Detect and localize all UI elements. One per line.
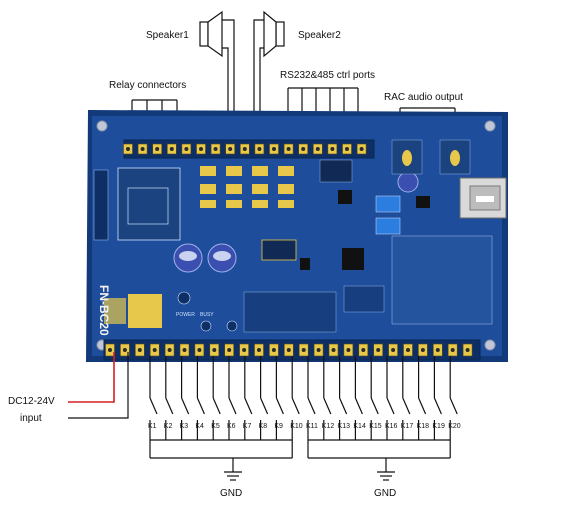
key-label: K2 bbox=[164, 423, 173, 430]
key-label: K5 bbox=[211, 423, 220, 430]
board-busy-silk: BUSY bbox=[200, 312, 214, 318]
key-label: K12 bbox=[322, 423, 335, 430]
key-label: K16 bbox=[385, 423, 398, 430]
top-terminal-pins bbox=[123, 143, 367, 155]
gnd-right-icon bbox=[377, 458, 395, 481]
gnd-left-label: GND bbox=[220, 488, 243, 499]
dc-input-sublabel: input bbox=[20, 413, 42, 424]
key-label: K19 bbox=[432, 423, 445, 430]
controller-board bbox=[86, 110, 508, 362]
key-label: K10 bbox=[290, 423, 303, 430]
key-label: K7 bbox=[243, 423, 252, 430]
key-label: K1 bbox=[148, 423, 157, 430]
key-label: K15 bbox=[369, 423, 382, 430]
speaker2-label: Speaker2 bbox=[298, 30, 341, 41]
speaker2-icon bbox=[263, 10, 285, 58]
board-power-silk: POWER bbox=[176, 312, 195, 318]
gnd-right-label: GND bbox=[374, 488, 397, 499]
board-model: FN-BC20 bbox=[97, 285, 111, 336]
key-label: K8 bbox=[259, 423, 268, 430]
dc-input-label: DC12-24V bbox=[8, 396, 55, 407]
rac-output-label: RAC audio output bbox=[384, 92, 463, 103]
relay-connectors-label: Relay connectors bbox=[109, 80, 187, 91]
key-label: K9 bbox=[274, 423, 283, 430]
key-label: K13 bbox=[338, 423, 351, 430]
bottom-terminal-pins bbox=[105, 343, 473, 357]
key-label: K4 bbox=[195, 423, 204, 430]
key-label: K14 bbox=[353, 423, 366, 430]
gnd-left-icon bbox=[224, 458, 242, 481]
key-label: K20 bbox=[448, 423, 461, 430]
key-label: K17 bbox=[401, 423, 414, 430]
key-label: K3 bbox=[180, 423, 189, 430]
speaker1-label: Speaker1 bbox=[146, 30, 189, 41]
key-label: K18 bbox=[417, 423, 430, 430]
rs-ports-label: RS232&485 ctrl ports bbox=[280, 70, 376, 81]
key-label: K6 bbox=[227, 423, 236, 430]
key-label: K11 bbox=[306, 423, 318, 430]
speaker1-icon bbox=[199, 10, 223, 58]
